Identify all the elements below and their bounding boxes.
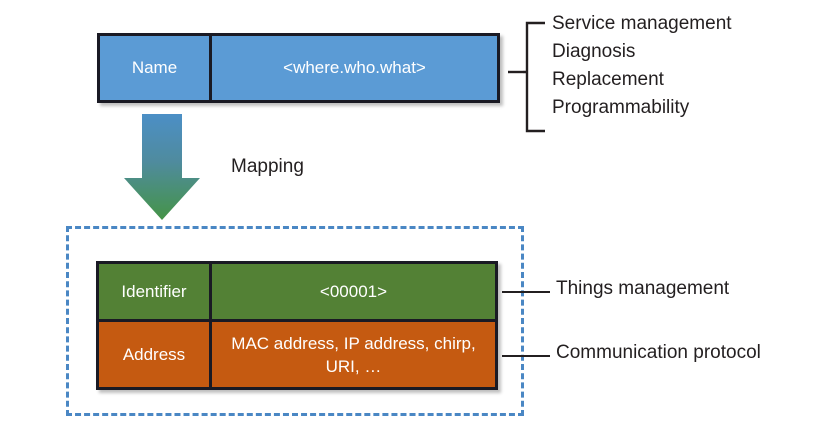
- address-value-cell: MAC address, IP address, chirp, URI, …: [212, 322, 495, 387]
- name-table: Name <where.who.what>: [97, 33, 500, 103]
- things-group-container: [66, 226, 524, 416]
- leader-line-things-management: [502, 291, 550, 293]
- identifier-address-table: Identifier <00001> Address MAC address, …: [96, 261, 498, 390]
- table-row: Identifier <00001>: [99, 264, 495, 322]
- identifier-key-cell: Identifier: [99, 264, 212, 319]
- name-table-value-cell: <where.who.what>: [212, 36, 497, 100]
- mapping-caption: Mapping: [231, 156, 304, 177]
- side-label-communication-protocol: Communication protocol: [556, 342, 761, 363]
- top-label-diagnosis: Diagnosis: [552, 41, 636, 62]
- identifier-value-cell: <00001>: [212, 264, 495, 319]
- name-table-key-cell: Name: [100, 36, 212, 100]
- leader-line-communication-protocol: [502, 355, 550, 357]
- table-row: Address MAC address, IP address, chirp, …: [99, 322, 495, 387]
- curly-brace-right-icon: [508, 21, 545, 133]
- top-label-programmability: Programmability: [552, 97, 690, 118]
- address-key-cell: Address: [99, 322, 212, 387]
- down-arrow-icon: [124, 114, 200, 220]
- side-label-things-management: Things management: [556, 278, 730, 299]
- top-label-replacement: Replacement: [552, 69, 664, 90]
- top-label-list: Service management Diagnosis Replacement…: [552, 10, 822, 122]
- top-label-service-management: Service management: [552, 13, 732, 34]
